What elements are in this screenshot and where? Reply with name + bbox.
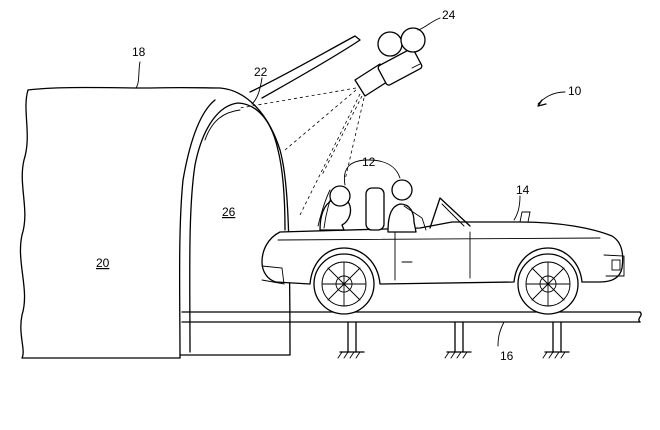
- system-arrow: [537, 99, 547, 107]
- front-wheel: [517, 253, 579, 315]
- reference-numerals: 10 12 14 16 18 20 22 24 26: [96, 8, 582, 363]
- vehicle: [261, 179, 625, 315]
- platform-supports: [337, 321, 570, 359]
- seat-headrest: [365, 187, 385, 231]
- label-enclosure: 18: [132, 45, 146, 59]
- occupant-front: [387, 179, 427, 233]
- leader-lines: [135, 17, 566, 347]
- occupant-rear: [317, 185, 352, 231]
- label-vehicle: 14: [516, 183, 530, 197]
- label-opening: 26: [222, 205, 236, 219]
- tunnel-enclosure: [19, 86, 291, 359]
- label-occupants: 12: [362, 155, 376, 169]
- platform: [181, 311, 642, 359]
- label-platform: 16: [500, 349, 514, 363]
- label-system: 10: [568, 84, 582, 98]
- label-camera: 24: [442, 8, 456, 22]
- label-enclosure-body: 20: [96, 256, 110, 270]
- label-beam: 22: [254, 65, 268, 79]
- camera-assembly: [239, 27, 426, 216]
- rear-wheel: [313, 253, 375, 315]
